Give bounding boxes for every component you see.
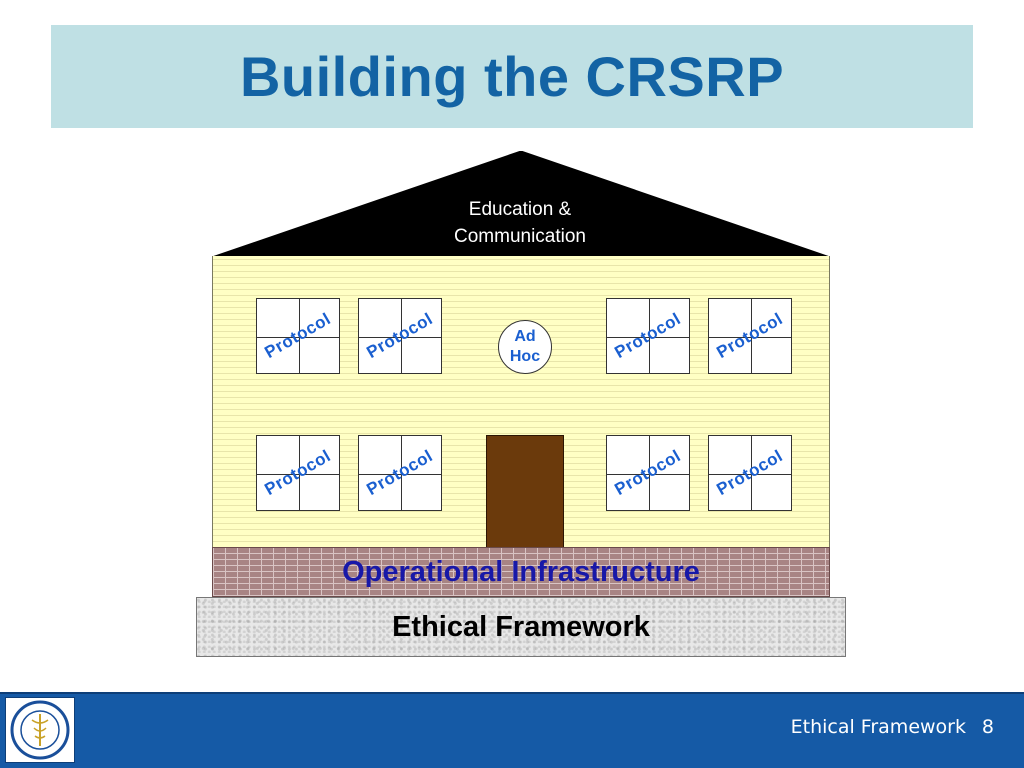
protocol-label: Protocol bbox=[611, 309, 685, 363]
window-lower-1: Protocol bbox=[256, 435, 340, 511]
protocol-label: Protocol bbox=[363, 309, 437, 363]
protocol-label: Protocol bbox=[261, 309, 335, 363]
infrastructure-label: Operational Infrastructure bbox=[342, 555, 700, 588]
footer-bar: Ethical Framework 8 bbox=[0, 692, 1024, 768]
protocol-label: Protocol bbox=[713, 309, 787, 363]
window-upper-1: Protocol bbox=[256, 298, 340, 374]
ad-hoc-line1: Ad bbox=[514, 328, 536, 345]
door bbox=[486, 435, 564, 548]
window-upper-3: Protocol bbox=[606, 298, 690, 374]
foundation-layer: Ethical Framework bbox=[196, 597, 846, 657]
protocol-label: Protocol bbox=[713, 446, 787, 500]
roof bbox=[212, 151, 830, 257]
ad-hoc-circle: Ad Hoc bbox=[498, 320, 552, 374]
window-upper-2: Protocol bbox=[358, 298, 442, 374]
footer-section-title: Ethical Framework bbox=[790, 716, 966, 738]
roof-label: Education & Communication bbox=[412, 196, 628, 250]
protocol-label: Protocol bbox=[611, 446, 685, 500]
seal-icon bbox=[10, 700, 70, 760]
roof-label-line1: Education & bbox=[468, 199, 572, 220]
page-number: 8 bbox=[981, 716, 994, 738]
foundation-label: Ethical Framework bbox=[392, 610, 650, 643]
window-lower-4: Protocol bbox=[708, 435, 792, 511]
footer-divider bbox=[0, 692, 1024, 694]
planning-guide-logo bbox=[5, 697, 75, 763]
infrastructure-layer: Operational Infrastructure bbox=[212, 547, 830, 597]
protocol-label: Protocol bbox=[261, 446, 335, 500]
slide-title: Building the CRSRP bbox=[239, 45, 785, 108]
window-upper-4: Protocol bbox=[708, 298, 792, 374]
ad-hoc-line2: Hoc bbox=[509, 348, 541, 365]
title-banner: Building the CRSRP bbox=[51, 25, 973, 128]
roof-label-line2: Communication bbox=[454, 226, 586, 247]
window-lower-2: Protocol bbox=[358, 435, 442, 511]
protocol-label: Protocol bbox=[363, 446, 437, 500]
window-lower-3: Protocol bbox=[606, 435, 690, 511]
